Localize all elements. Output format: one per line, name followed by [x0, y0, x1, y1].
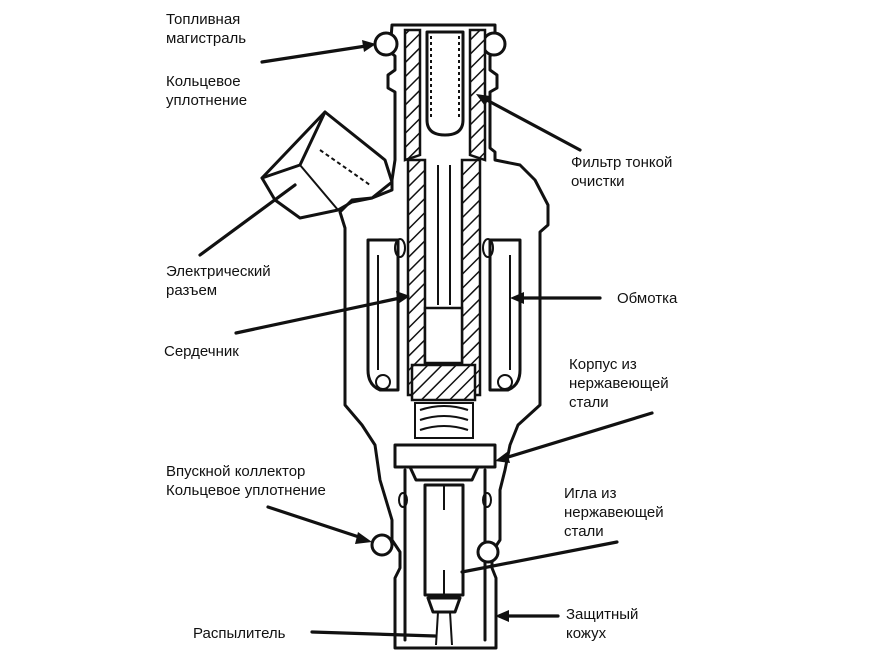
lower-o-ring-right	[476, 540, 500, 564]
leader-core	[234, 291, 410, 335]
label-atomizer: Распылитель	[193, 625, 286, 642]
label-fine-filter: Фильтр тонкой очистки	[571, 154, 673, 190]
leader-intake-o-ring	[266, 505, 372, 544]
inlet-tube-left-wall	[403, 28, 422, 162]
label-fuel-rail: Топливная магистраль	[166, 11, 247, 47]
fine-filter	[425, 30, 465, 137]
core-sleeve-left	[406, 158, 427, 397]
leader-fuel-rail	[260, 40, 376, 64]
leader-o-ring-top	[476, 94, 582, 152]
electrical-connector	[260, 110, 394, 220]
label-winding: Обмотка	[617, 290, 678, 307]
leader-protective-cap	[495, 610, 560, 622]
label-protective-cap: Защитный кожух	[566, 606, 639, 642]
core-sleeve-right	[460, 158, 482, 397]
label-intake-manifold-o-ring: Впускной коллектор Кольцевое уплотнение	[166, 463, 326, 499]
label-core: Сердечник	[164, 343, 239, 360]
leader-electrical-connector	[198, 183, 297, 257]
label-stainless-body: Корпус из нержавеющей стали	[569, 356, 669, 411]
leader-stainless-body	[495, 411, 654, 463]
top-o-ring-left	[373, 31, 399, 57]
label-electrical-connector: Электрический разъем	[166, 263, 271, 299]
label-stainless-needle: Игла из нержавеющей стали	[564, 485, 664, 540]
leader-atomizer	[310, 630, 437, 638]
spring	[414, 402, 474, 439]
armature-base	[410, 363, 477, 402]
top-o-ring-right	[481, 31, 507, 57]
coil-chamber-right	[488, 238, 522, 392]
lower-o-ring-left	[370, 533, 394, 557]
coil-chamber-left	[366, 238, 400, 392]
label-o-ring-top: Кольцевое уплотнение	[166, 73, 248, 109]
leader-stainless-needle	[460, 540, 619, 574]
leader-winding	[510, 292, 602, 304]
valve-housing	[393, 443, 497, 469]
nozzle-tip	[435, 611, 453, 646]
armature	[423, 306, 464, 365]
